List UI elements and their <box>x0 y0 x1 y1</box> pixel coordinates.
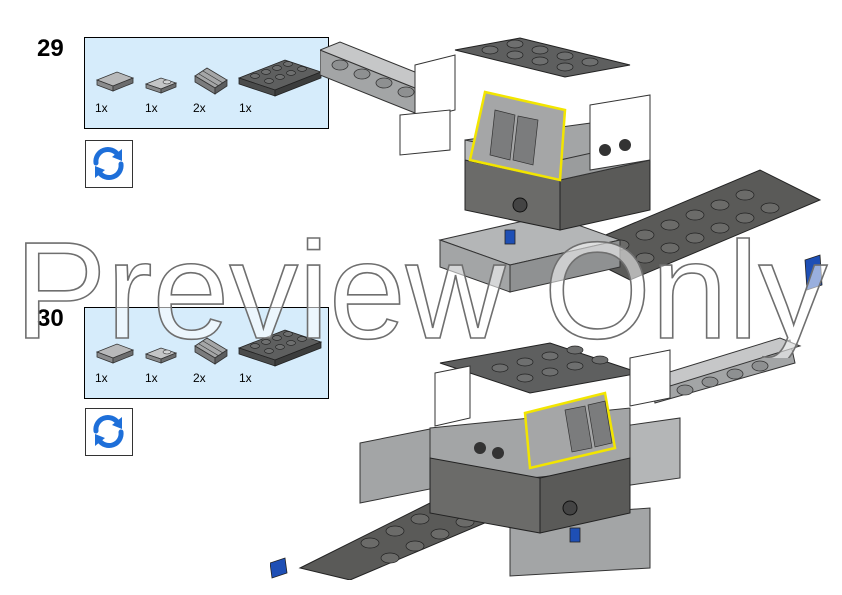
new-parts-highlight <box>523 391 617 470</box>
parts-callout: 1x 1x 2x 1x <box>84 37 329 129</box>
rotate-icon <box>93 415 124 448</box>
part-qty: 1x <box>95 101 108 115</box>
technic-beam <box>648 337 802 404</box>
blue-part <box>270 557 288 579</box>
grille-slope-icon <box>194 337 228 365</box>
rotate-button[interactable] <box>85 140 133 188</box>
lower-frame <box>438 214 622 293</box>
part-qty: 2x <box>193 371 206 385</box>
blue-part <box>804 254 823 291</box>
new-parts-highlight <box>468 90 567 182</box>
technic-beam <box>320 41 442 116</box>
step-number: 29 <box>37 35 64 62</box>
part-qty: 1x <box>145 101 158 115</box>
upper-block <box>399 37 651 171</box>
slope-1x2-icon <box>144 347 178 364</box>
tile-1x2-icon <box>95 343 135 364</box>
rotate-icon <box>93 147 124 180</box>
step-number: 30 <box>37 305 64 332</box>
tile-1x2-icon <box>95 71 135 92</box>
grille-slope-icon <box>194 67 228 95</box>
upper-block <box>434 342 671 427</box>
plate-2x4-icon <box>237 59 323 97</box>
plate-2x4-icon <box>237 329 323 367</box>
model-illustration-step-30 <box>270 337 802 580</box>
slope-1x2-icon <box>144 77 178 94</box>
parts-callout: 1x 1x 2x 1x <box>84 307 329 399</box>
model-illustration-step-29 <box>320 37 823 293</box>
part-qty: 1x <box>145 371 158 385</box>
rotate-button[interactable] <box>85 408 133 456</box>
part-qty: 1x <box>239 101 252 115</box>
part-qty: 2x <box>193 101 206 115</box>
part-qty: 1x <box>95 371 108 385</box>
part-qty: 1x <box>239 371 252 385</box>
